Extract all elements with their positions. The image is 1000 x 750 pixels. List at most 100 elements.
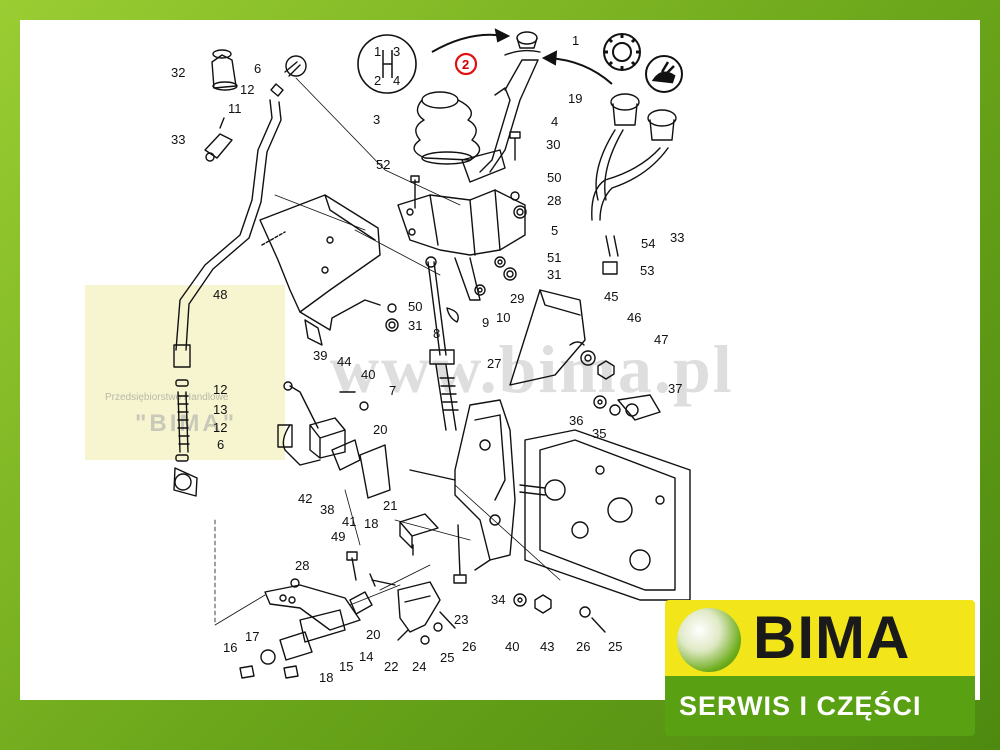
watermark-caption: Przedsiębiorstwo Handlowe bbox=[105, 392, 229, 403]
shift-gear-2: 2 bbox=[374, 73, 382, 88]
callout-9: 9 bbox=[482, 315, 490, 330]
callout-50-left: 50 bbox=[408, 299, 423, 314]
logo-yellow-band: BIMA bbox=[665, 600, 975, 676]
logo-ball-icon bbox=[677, 608, 741, 672]
watermark-logo bbox=[85, 285, 285, 460]
callout-22: 22 bbox=[384, 659, 399, 674]
bima-logo-badge: BIMA SERWIS I CZĘŚCI bbox=[665, 600, 975, 740]
callout-50-right: 50 bbox=[547, 170, 562, 185]
nut-group-upper bbox=[385, 191, 527, 332]
leader-lines bbox=[214, 77, 561, 626]
callout-33-left: 33 bbox=[171, 132, 186, 147]
callout-42: 42 bbox=[298, 491, 313, 506]
knob-cap-part bbox=[516, 31, 538, 49]
logo-green-band: SERWIS I CZĘŚCI bbox=[665, 676, 975, 736]
callout-1: 1 bbox=[572, 33, 580, 48]
lower-linkage-part bbox=[239, 584, 373, 679]
callout-53: 53 bbox=[640, 263, 655, 278]
bolt-part-30 bbox=[509, 131, 521, 161]
logo-tagline: SERWIS I CZĘŚCI bbox=[679, 691, 922, 721]
callout-17: 17 bbox=[245, 629, 260, 644]
callout-19: 19 bbox=[568, 91, 583, 106]
callout-44: 44 bbox=[337, 354, 352, 369]
callout-52: 52 bbox=[376, 157, 391, 172]
shift-gear-1: 1 bbox=[374, 44, 382, 59]
callout-31-left: 31 bbox=[408, 318, 423, 333]
watermark-site-text: www.bima.pl bbox=[330, 331, 734, 407]
callout-37: 37 bbox=[668, 381, 683, 396]
callout-33-right: 33 bbox=[670, 230, 685, 245]
callout-5: 5 bbox=[551, 223, 559, 238]
cover-plate-part bbox=[509, 289, 586, 386]
callout-2-highlighted: 2 bbox=[462, 57, 470, 72]
callout-13: 13 bbox=[213, 402, 228, 417]
callout-16: 16 bbox=[223, 640, 238, 655]
block-group-left bbox=[277, 381, 391, 499]
callout-45: 45 bbox=[604, 289, 619, 304]
fork-part-23 bbox=[369, 573, 456, 645]
shift-plate-part bbox=[454, 399, 516, 561]
lever-housing-part bbox=[397, 189, 526, 301]
callout-6-top: 6 bbox=[254, 61, 262, 76]
callout-51: 51 bbox=[547, 250, 562, 265]
callout-28-bottom: 28 bbox=[295, 558, 310, 573]
callout-12-mid: 12 bbox=[213, 382, 228, 397]
callout-18-bottom: 18 bbox=[319, 670, 334, 685]
bolt-part-52 bbox=[410, 175, 420, 209]
highlight-ring bbox=[454, 52, 478, 76]
selector-rod-part bbox=[425, 256, 459, 431]
callout-10: 10 bbox=[496, 310, 511, 325]
callout-20-mid: 20 bbox=[373, 422, 388, 437]
callout-23: 23 bbox=[454, 612, 469, 627]
callout-54: 54 bbox=[641, 236, 656, 251]
callout-34: 34 bbox=[491, 592, 506, 607]
callout-26-right: 26 bbox=[576, 639, 591, 654]
gearbox-cover-part bbox=[519, 429, 691, 601]
callout-6-bottom: 6 bbox=[217, 437, 225, 452]
callout-14: 14 bbox=[359, 649, 374, 664]
clip-part-33 bbox=[204, 117, 233, 162]
callout-40-top: 40 bbox=[361, 367, 376, 382]
callout-15: 15 bbox=[339, 659, 354, 674]
callout-11: 11 bbox=[228, 101, 242, 116]
shift-gear-3: 3 bbox=[393, 44, 401, 59]
callout-38: 38 bbox=[320, 502, 335, 517]
callout-29: 29 bbox=[510, 291, 525, 306]
callout-20-bottom: 20 bbox=[366, 627, 381, 642]
callout-12-top: 12 bbox=[240, 82, 255, 97]
link-part-21 bbox=[399, 469, 456, 556]
bellows-part bbox=[413, 91, 481, 165]
gear-rod-part bbox=[173, 55, 307, 497]
callout-24: 24 bbox=[412, 659, 427, 674]
callout-46: 46 bbox=[627, 310, 642, 325]
callout-26-left: 26 bbox=[462, 639, 477, 654]
connector-53-54 bbox=[602, 235, 619, 275]
rubber-boot-part bbox=[211, 49, 238, 91]
callout-39: 39 bbox=[313, 348, 328, 363]
callout-12-low: 12 bbox=[213, 420, 228, 435]
washer-nut-46-47 bbox=[580, 350, 615, 380]
callout-31-right: 31 bbox=[547, 267, 562, 282]
switch-assembly-part bbox=[591, 93, 677, 221]
callout-21: 21 bbox=[383, 498, 398, 513]
gear-lever-part bbox=[461, 49, 541, 183]
logo-brand-text: BIMA bbox=[753, 604, 911, 671]
callout-47: 47 bbox=[654, 332, 669, 347]
callout-35: 35 bbox=[592, 426, 607, 441]
callout-36: 36 bbox=[569, 413, 584, 428]
callout-48: 48 bbox=[213, 287, 228, 302]
pin-part-8 bbox=[446, 307, 459, 323]
fastener-group-lower bbox=[290, 524, 606, 633]
mounting-bracket-part bbox=[259, 194, 381, 346]
callout-4: 4 bbox=[551, 114, 559, 129]
shift-gear-4: 4 bbox=[393, 73, 401, 88]
callout-41: 41 bbox=[342, 514, 357, 529]
callout-40-bottom: 40 bbox=[505, 639, 520, 654]
callout-18-mid: 18 bbox=[364, 516, 379, 531]
callout-43: 43 bbox=[540, 639, 555, 654]
callout-8: 8 bbox=[433, 326, 441, 341]
clamp-part-37 bbox=[593, 394, 661, 421]
hare-symbol bbox=[645, 55, 683, 93]
reference-arrows bbox=[431, 28, 613, 85]
